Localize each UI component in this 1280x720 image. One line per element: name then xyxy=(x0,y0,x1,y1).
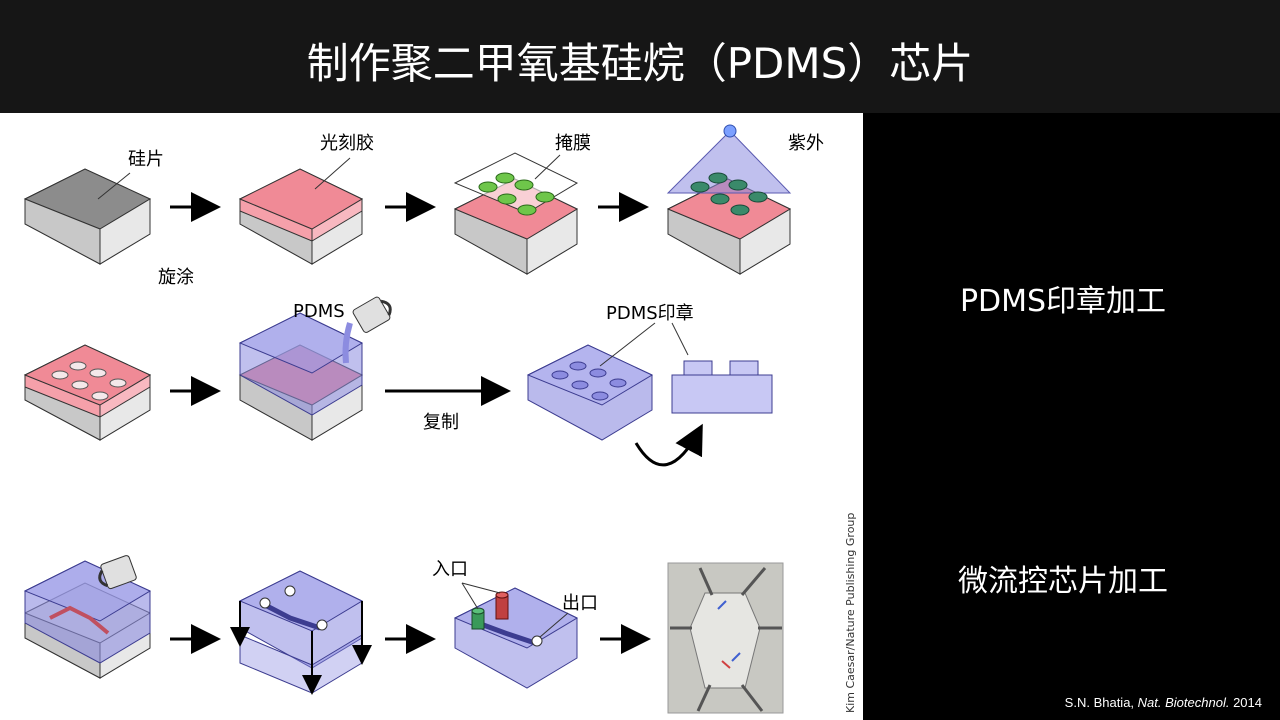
label-pdms: PDMS xyxy=(293,301,345,322)
label-inlet: 入口 xyxy=(432,559,468,580)
label-mask: 掩膜 xyxy=(555,133,591,154)
title-bar xyxy=(0,0,1280,113)
label-outlet: 出口 xyxy=(562,593,598,614)
citation-author: S.N. Bhatia, xyxy=(1064,695,1135,710)
label-photoresist: 光刻胶 xyxy=(320,133,374,154)
label-uv: 紫外 xyxy=(788,133,824,154)
photoresist-block xyxy=(238,168,364,265)
label-spin-coat: 旋涂 xyxy=(158,267,194,288)
label-silicon-wafer: 硅片 xyxy=(128,149,164,170)
master-block xyxy=(23,344,152,441)
pdms-stamp-block xyxy=(526,344,773,441)
pdms-pour-block xyxy=(238,296,392,441)
process-diagram: 硅片 旋涂 光刻胶 掩膜 xyxy=(23,124,857,714)
label-replicate: 复制 xyxy=(423,412,459,433)
citation-journal: Nat. Biotechnol. xyxy=(1137,695,1230,710)
label-stamp-processing: PDMS印章加工 xyxy=(959,284,1167,319)
mask-block xyxy=(453,152,579,275)
label-microfluidic-processing: 微流控芯片加工 xyxy=(958,564,1168,599)
flip-arrow xyxy=(634,423,703,467)
figure-credit: Kim Caesar/Nature Publishing Group xyxy=(844,513,857,713)
process-figure: 硅片 旋涂 光刻胶 掩膜 xyxy=(0,113,863,720)
label-pdms-stamp: PDMS印章 xyxy=(606,303,694,324)
uv-block xyxy=(666,124,792,275)
slide-title: 制作聚二甲氧基硅烷（PDMS）芯片 xyxy=(306,39,974,88)
bonding-block xyxy=(230,570,372,695)
chip-photo xyxy=(667,562,784,714)
mold-block xyxy=(23,555,152,679)
citation-year: 2014 xyxy=(1233,695,1262,710)
wafer-block xyxy=(23,168,152,265)
chip-block xyxy=(453,587,579,689)
citation: S.N. Bhatia, Nat. Biotechnol. 2014 xyxy=(1065,695,1262,710)
